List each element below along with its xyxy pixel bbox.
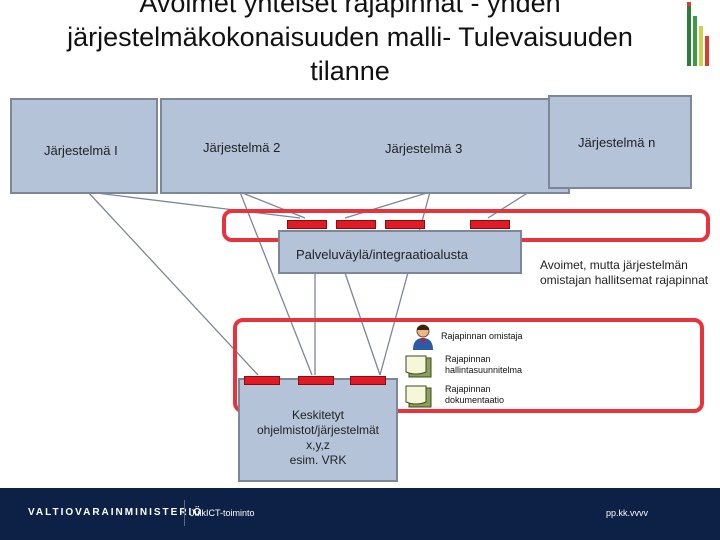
system-box-2 [160,98,570,194]
person-icon [413,324,433,350]
footer-ministry: VALTIOVARAINMINISTERIÖ [28,507,204,518]
central-systems-label: Keskitetyt ohjelmistot/järjestelmät x,y,… [238,408,398,468]
interface-tab [298,376,334,385]
footer-bar [0,488,720,540]
service-bus-box [278,230,522,274]
brand-logo-icon [687,2,709,66]
central-line-4: esim. VRK [289,453,347,467]
interface-tab [287,220,327,229]
interface-tab [244,376,280,385]
central-line-3: x,y,z [306,438,330,452]
central-line-2: ohjelmistot/järjestelmät [256,423,380,437]
interface-tab [385,220,425,229]
footer-unit: JulkICT-toiminto [190,508,255,518]
system-box-1 [10,98,158,194]
open-interfaces-note: Avoimet, mutta järjestelmän omistajan ha… [540,258,709,287]
central-systems-box [238,378,398,482]
central-line-1: Keskitetyt [291,408,345,422]
title-line-2: järjestelmäkokonaisuuden malli- Tulevais… [67,22,633,52]
interface-tab [336,220,376,229]
legend-plan-label: Rajapinnan hallintasuunnitelma [445,354,523,375]
system-label-n: Järjestelmä n [578,135,656,150]
footer-date: pp.kk.vvvv [606,508,649,518]
document-icon [405,355,432,378]
interface-tab [350,376,386,385]
system-label-3: Järjestelmä 3 [385,141,463,156]
interface-tab [470,220,510,229]
system-label-2: Järjestelmä 2 [203,140,281,155]
system-box-n [548,95,692,189]
legend-owner-label: Rajapinnan omistaja [441,331,523,341]
title-line-3: tilanne [310,56,390,86]
document-icon [405,385,432,408]
title-line-1: Avoimet yhteiset rajapinnat - yhden [139,0,561,18]
footer-divider [184,500,185,526]
slide-title: Avoimet yhteiset rajapinnat - yhden järj… [0,0,700,88]
legend-docs-label: Rajapinnan dokumentaatio [445,384,505,405]
system-label-1: Järjestelmä I [44,143,118,158]
central-interfaces-frame [233,318,704,413]
service-bus-label: Palveluväylä/integraatioalusta [296,247,468,262]
